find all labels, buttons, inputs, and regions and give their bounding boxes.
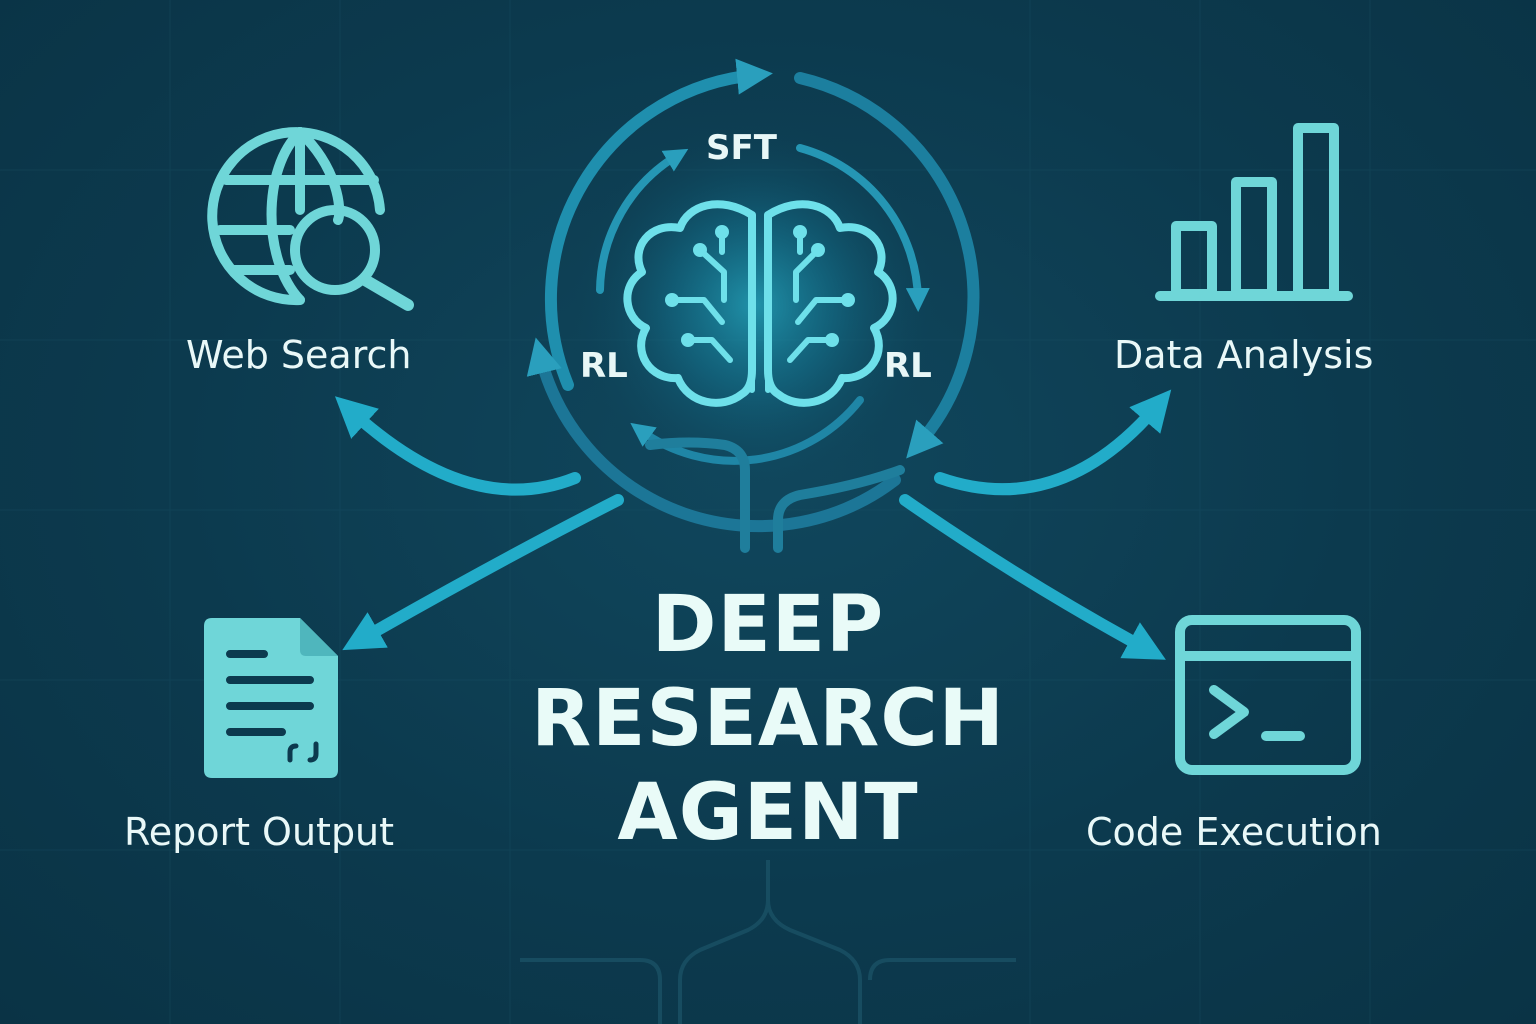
bar-chart-icon [1155,123,1353,301]
connector-data-analysis [934,389,1172,496]
data-analysis-label: Data Analysis [1114,333,1374,377]
connector-report-output [342,494,624,651]
sft-label: SFT [706,128,777,168]
code-execution-label: Code Execution [1086,810,1382,854]
document-icon [204,618,338,778]
title-line-1: DEEP [651,580,885,670]
terminal-window-icon [1175,615,1361,775]
connector-code-execution [899,494,1166,660]
connector-web-search [334,396,581,496]
circuit-traces [520,860,1016,1024]
web-search-label: Web Search [186,333,412,377]
diagram-title: DEEP RESEARCH AGENT [468,578,1068,860]
tool-connectors [334,389,1172,660]
title-line-3: AGENT [617,768,919,858]
globe-search-icon [207,127,414,311]
rl-left-label: RL [580,346,628,386]
rl-right-label: RL [884,346,932,386]
brain-circuit-icon [623,200,897,407]
brain-stems [645,437,905,553]
report-output-label: Report Output [124,810,395,854]
outer-loop [526,58,980,533]
title-line-2: RESEARCH [531,674,1005,764]
